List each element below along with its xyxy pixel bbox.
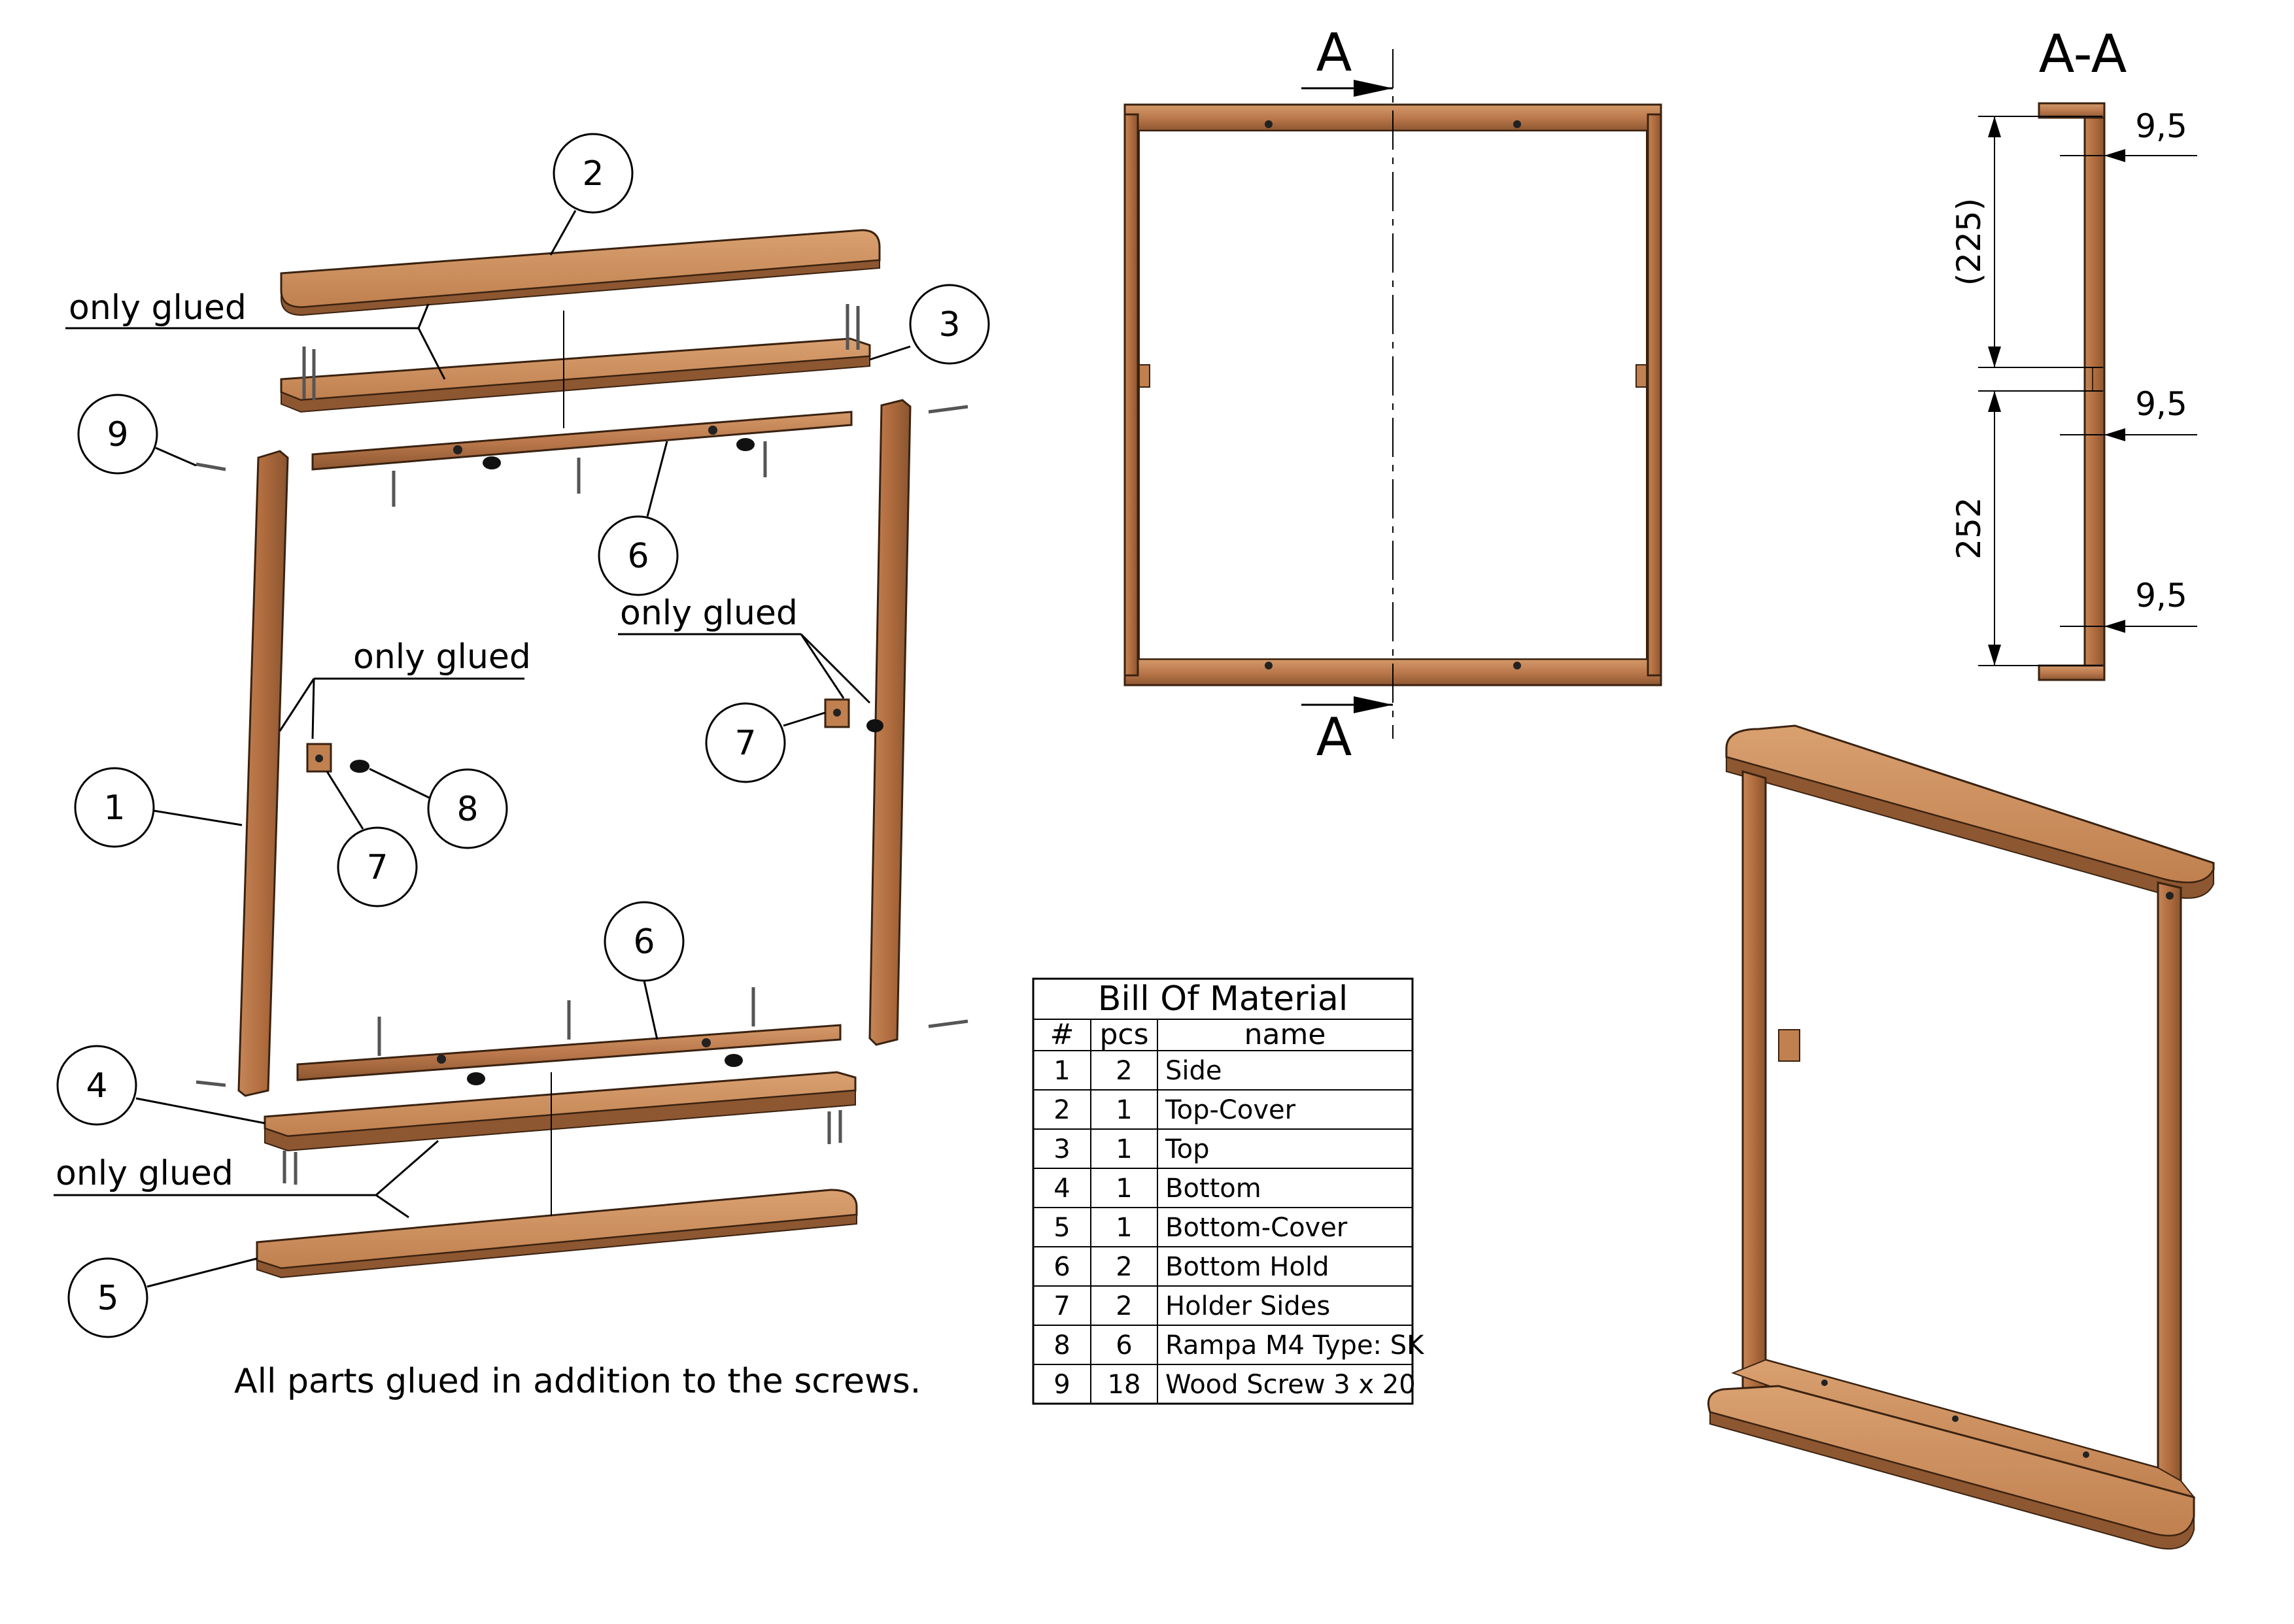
balloon-6-upper: 6 [598, 441, 679, 596]
dim-9-5-top: 9,5 [2135, 107, 2187, 145]
bom-cell-name: Top [1165, 1134, 1210, 1164]
svg-text:only glued: only glued [69, 288, 247, 328]
balloon-4: 4 [56, 1045, 265, 1126]
bom-cell-pcs: 18 [1108, 1370, 1141, 1400]
svg-text:only glued: only glued [620, 594, 798, 633]
section-view: A-A (225) 252 9,5 9,5 9,5 [1950, 24, 2197, 681]
svg-text:1: 1 [103, 788, 125, 828]
svg-text:only glued: only glued [353, 637, 531, 677]
svg-text:7: 7 [734, 724, 756, 763]
svg-text:6: 6 [633, 922, 655, 962]
annotation-glued-left: only glued [279, 637, 531, 739]
balloon-9: 9 [77, 394, 197, 475]
bom-header: pcs [1099, 1018, 1148, 1051]
dim-lower: 252 [1950, 497, 1988, 559]
screws [196, 304, 968, 1185]
balloon-6-lower: 6 [604, 901, 685, 1040]
balloon-7-left: 7 [326, 771, 418, 907]
part-side-right [868, 399, 912, 1046]
bom-cell-pcs: 2 [1116, 1056, 1132, 1086]
bom-cell-num: 7 [1053, 1291, 1070, 1321]
bom-cell-name: Rampa M4 Type: SK [1165, 1330, 1425, 1361]
bom-cell-num: 1 [1053, 1056, 1070, 1086]
section-marker-bottom: A [1316, 707, 1352, 768]
bom-cell-pcs: 2 [1116, 1291, 1132, 1321]
svg-text:9: 9 [107, 415, 128, 454]
annotation-glued-right: only glued [618, 594, 871, 704]
bom-cell-name: Bottom [1165, 1174, 1261, 1204]
svg-text:4: 4 [86, 1066, 107, 1106]
annotation-glued-top: only glued [65, 288, 446, 380]
isometric-view [1707, 724, 2215, 1550]
bom-cell-name: Holder Sides [1165, 1291, 1330, 1321]
bom-header: # [1050, 1018, 1074, 1051]
part-top-cover [280, 229, 881, 316]
bom-cell-name: Bottom-Cover [1165, 1213, 1348, 1243]
bom-cell-pcs: 1 [1116, 1174, 1132, 1204]
footer-note: All parts glued in addition to the screw… [234, 1362, 921, 1401]
section-marker-top: A [1316, 22, 1352, 83]
part-holder-left [306, 743, 369, 773]
part-bottom-cover [256, 1189, 858, 1279]
svg-text:only glued: only glued [56, 1154, 233, 1193]
bom-header: name [1244, 1018, 1326, 1051]
svg-text:5: 5 [97, 1279, 118, 1318]
bom-title: Bill Of Material [1098, 979, 1348, 1019]
bom-cell-pcs: 1 [1116, 1095, 1132, 1125]
exploded-view: 2 3 9 6 1 7 8 [54, 133, 990, 1401]
part-holder-right [824, 698, 883, 732]
bom-cell-pcs: 2 [1116, 1252, 1132, 1282]
front-view: A A [1123, 22, 1662, 768]
bom-cell-num: 4 [1053, 1174, 1070, 1204]
bom-cell-pcs: 6 [1116, 1330, 1132, 1361]
bom-cell-num: 8 [1053, 1330, 1070, 1361]
bom-cell-name: Wood Screw 3 x 20 [1165, 1370, 1416, 1400]
dim-9-5-bottom: 9,5 [2135, 577, 2187, 615]
svg-text:3: 3 [938, 305, 960, 345]
balloon-3: 3 [869, 284, 990, 365]
svg-text:6: 6 [627, 537, 649, 576]
bom-cell-num: 5 [1053, 1213, 1070, 1243]
bom-cell-pcs: 1 [1116, 1213, 1132, 1243]
part-top [280, 337, 871, 413]
svg-text:8: 8 [456, 790, 478, 829]
dim-9-5-mid: 9,5 [2135, 385, 2187, 423]
svg-text:7: 7 [366, 848, 388, 887]
bom-cell-num: 6 [1053, 1252, 1070, 1282]
bom-cell-num: 3 [1053, 1134, 1070, 1164]
section-title: A-A [2039, 24, 2127, 84]
part-bottom-hold-lower [296, 1024, 842, 1085]
balloon-2: 2 [549, 133, 634, 256]
annotation-glued-bottom: only glued [54, 1140, 439, 1219]
part-bottom [264, 1071, 857, 1152]
balloon-8: 8 [369, 768, 508, 849]
balloon-1: 1 [74, 767, 243, 848]
dim-upper: (225) [1950, 198, 1988, 286]
bom-frame [1032, 977, 1414, 1405]
bom-cell-num: 2 [1053, 1095, 1070, 1125]
bom-cell-pcs: 1 [1116, 1134, 1132, 1164]
bom-cell-num: 9 [1053, 1370, 1070, 1400]
balloon-5: 5 [67, 1257, 258, 1338]
part-bottom-hold-upper [311, 411, 853, 471]
bom-cell-name: Bottom Hold [1165, 1252, 1329, 1282]
bom-cell-name: Top-Cover [1165, 1095, 1296, 1125]
svg-text:2: 2 [582, 154, 604, 194]
balloon-7-right: 7 [705, 702, 826, 783]
bom-cell-name: Side [1165, 1056, 1222, 1086]
part-side-left [237, 450, 289, 1097]
